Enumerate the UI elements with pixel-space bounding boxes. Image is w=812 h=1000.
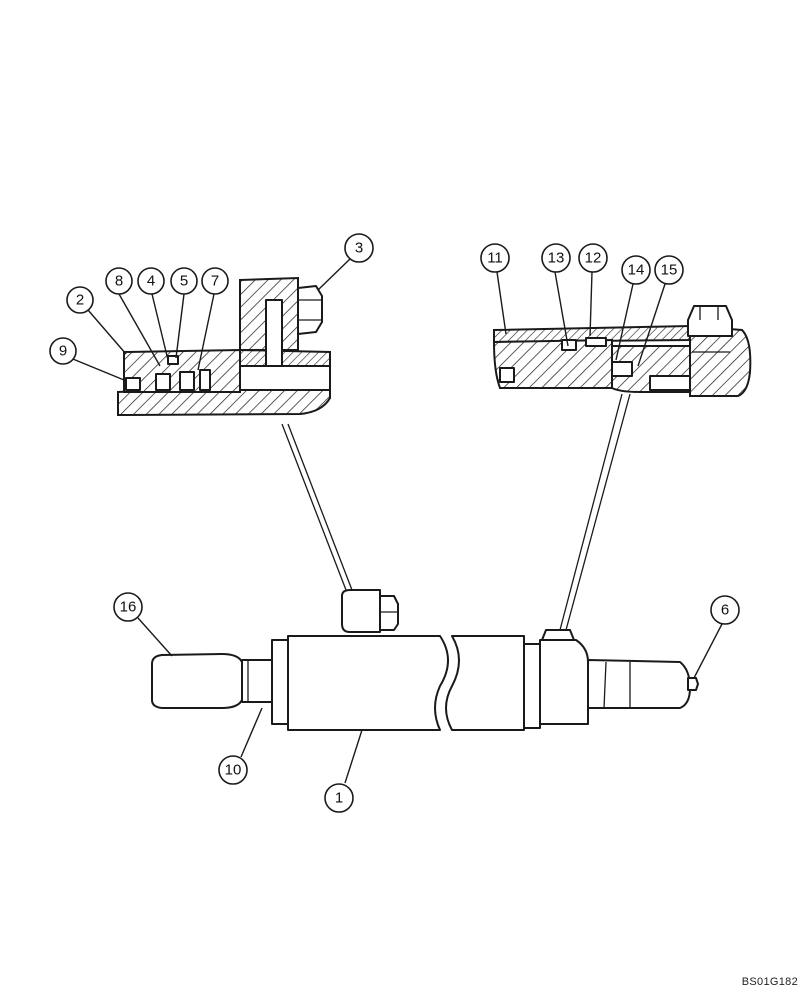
rod-oring-groove — [649, 375, 691, 391]
end-cap-bolt — [687, 305, 733, 337]
end-flange — [523, 643, 541, 729]
seal-groove-wiper — [125, 377, 141, 391]
callout-5: 5 — [170, 267, 198, 295]
barrel-wall-section — [239, 348, 331, 367]
callout-4: 4 — [137, 267, 165, 295]
callout-8: 8 — [105, 267, 133, 295]
drawing-code: BS01G182 — [741, 976, 798, 988]
callout-6: 6 — [710, 595, 740, 625]
projection-line-right-b — [565, 393, 631, 631]
piston-section — [492, 338, 613, 389]
clevis — [587, 659, 691, 709]
callout-8-label: 8 — [115, 273, 123, 290]
port-fitting — [297, 285, 323, 335]
port-bore — [265, 299, 283, 367]
callout-15-label: 15 — [661, 262, 678, 279]
callout-6-label: 6 — [721, 602, 729, 619]
callout-11: 11 — [480, 243, 510, 273]
gland-nut — [271, 639, 289, 725]
callout-13-label: 13 — [548, 250, 565, 267]
callout-1: 1 — [324, 783, 354, 813]
end-cap-section — [689, 324, 752, 397]
callout-11-label: 11 — [487, 250, 503, 267]
main-port-block — [341, 589, 381, 633]
piston-inner-groove — [611, 361, 633, 377]
piston-rod — [241, 659, 273, 703]
gland-section-detail — [117, 276, 331, 417]
seal-groove-2 — [179, 371, 195, 391]
piston-section-detail — [492, 305, 752, 397]
seal-groove-3 — [199, 369, 211, 391]
callout-10-label: 10 — [225, 762, 242, 779]
rod-eye — [151, 653, 243, 709]
callout-7-label: 7 — [211, 273, 219, 290]
projection-line-left-a — [281, 423, 347, 591]
leader-lines — [67, 257, 723, 784]
cylinder-barrel — [287, 635, 449, 731]
callout-13: 13 — [541, 243, 571, 273]
callout-3-label: 3 — [355, 240, 363, 257]
hydraulic-cylinder-assembly — [151, 393, 699, 731]
main-port-fitting — [379, 595, 399, 631]
callout-2-label: 2 — [76, 292, 84, 309]
callout-2: 2 — [66, 286, 94, 314]
piston-seal-groove — [561, 339, 577, 351]
callout-16-label: 16 — [120, 599, 137, 616]
callout-14-label: 14 — [628, 262, 645, 279]
grease-fitting — [687, 677, 699, 691]
wear-ring-groove — [585, 337, 607, 347]
inner-bore-space — [239, 365, 331, 391]
callout-16: 16 — [113, 592, 143, 622]
end-cap-top-bolt — [541, 629, 575, 641]
piston-nose — [499, 367, 515, 383]
projection-line-right-a — [559, 393, 623, 631]
projection-line-left-b — [287, 423, 353, 591]
callout-7: 7 — [201, 267, 229, 295]
callout-9: 9 — [49, 337, 77, 365]
callout-5-label: 5 — [180, 273, 188, 290]
callout-14: 14 — [621, 255, 651, 285]
callout-3: 3 — [344, 233, 374, 263]
cylinder-end-cap — [539, 639, 589, 725]
callout-12: 12 — [578, 243, 608, 273]
callout-10: 10 — [218, 755, 248, 785]
callout-15: 15 — [654, 255, 684, 285]
callout-4-label: 4 — [147, 273, 155, 290]
seal-groove-1 — [155, 373, 171, 391]
callout-12-label: 12 — [585, 250, 602, 267]
callout-1-label: 1 — [335, 790, 343, 807]
barrel-right-segment — [445, 635, 525, 731]
callout-9-label: 9 — [59, 343, 67, 360]
